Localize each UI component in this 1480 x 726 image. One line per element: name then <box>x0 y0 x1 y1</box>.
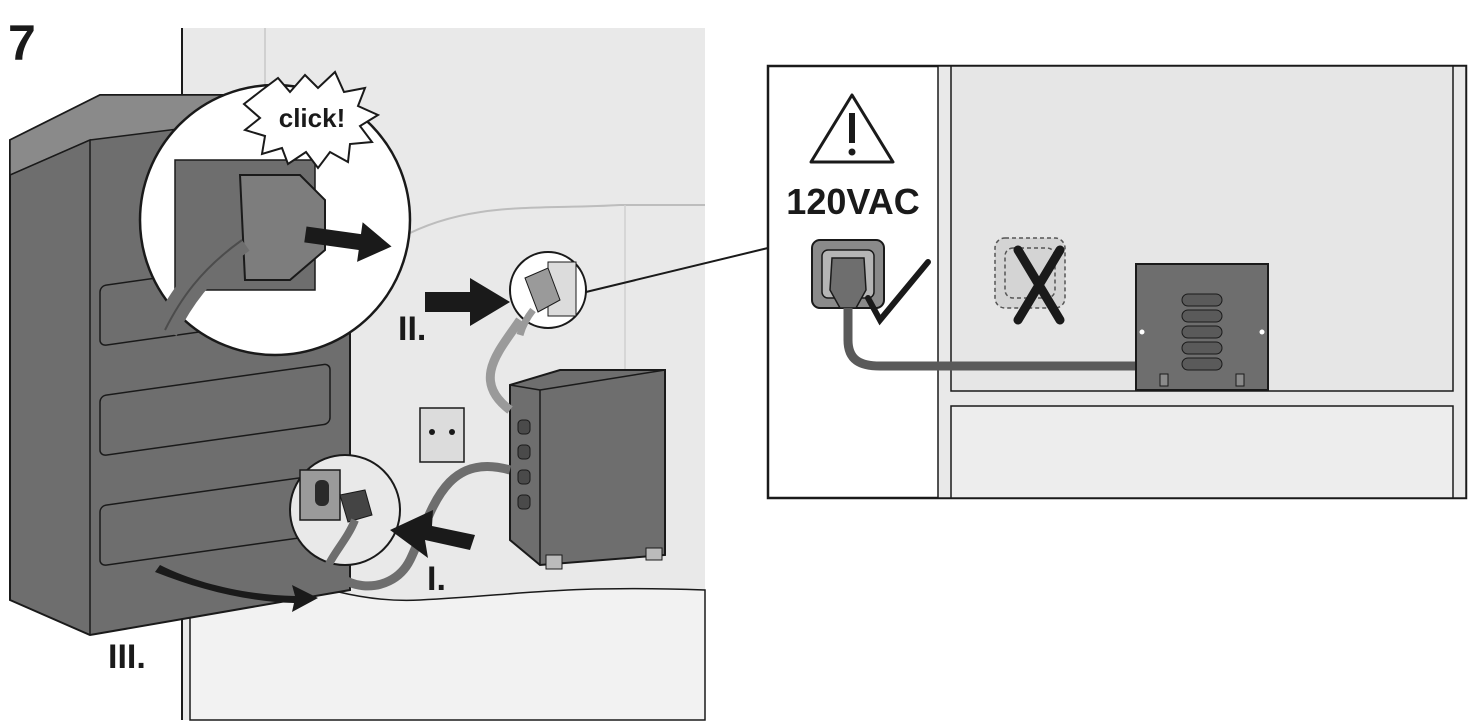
correct-outlet <box>811 239 1140 371</box>
step-i-arrow <box>390 510 475 558</box>
voltage-label: 120VAC <box>786 181 919 222</box>
step-iii-arrow <box>155 565 318 612</box>
step-label-iii: III. <box>108 638 146 676</box>
appliance-socket-detail <box>289 454 401 581</box>
checkmark-icon <box>865 259 931 326</box>
detail-panel: 120VAC <box>766 64 1468 500</box>
step-number: 7 <box>8 15 36 71</box>
callout-line <box>585 247 769 293</box>
wall-outlet <box>419 407 465 463</box>
transformer-front <box>1135 263 1269 391</box>
click-text: click! <box>279 103 346 133</box>
step-ii-arrow <box>425 278 510 326</box>
cross-icon <box>1013 245 1065 325</box>
step-label-ii: II. <box>398 310 426 348</box>
plug-in-arrow <box>304 222 392 262</box>
main-scene: click! 7 I. II. III. <box>8 15 769 721</box>
cable-upper <box>485 317 524 414</box>
transformer-box <box>509 369 666 570</box>
wall-plug-callout <box>509 251 587 336</box>
click-starburst: click! <box>242 70 381 170</box>
warning-triangle-icon <box>809 93 895 164</box>
step-label-i: I. <box>427 560 446 598</box>
